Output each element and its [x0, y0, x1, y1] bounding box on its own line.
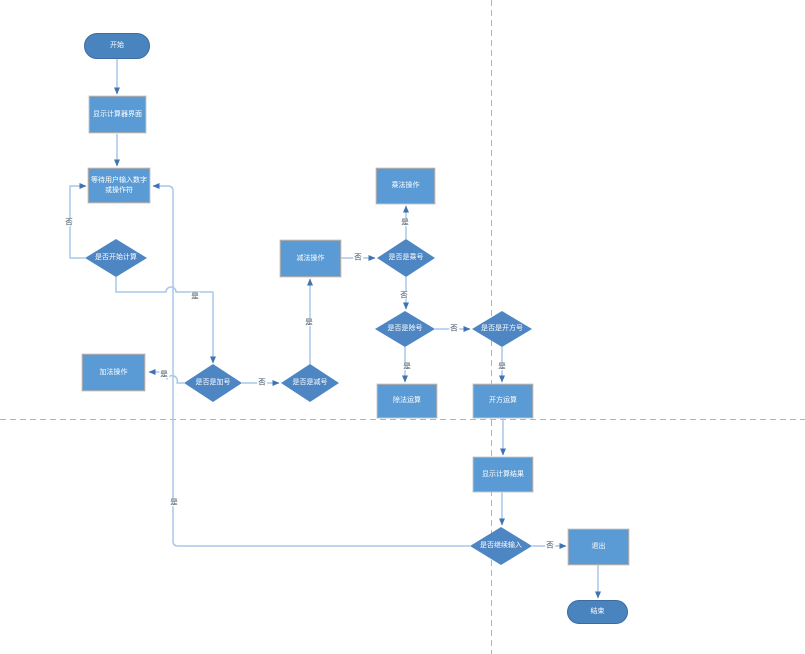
node-wait-input[interactable]: 等待用户输入数字或操作符: [88, 168, 150, 203]
edge-label-issqrt-yes: 是: [497, 361, 507, 371]
node-sqrt-op-label: 开方运算: [489, 397, 517, 405]
node-is-sqrt-label: 是否是开方号: [481, 325, 523, 333]
edge-label-isstart-yes: 是: [190, 291, 200, 301]
node-end-label: 结束: [590, 608, 605, 616]
node-end[interactable]: 结束: [567, 600, 628, 624]
edge-label-isdiv-yes: 是: [402, 361, 412, 371]
node-start-label: 开始: [110, 42, 124, 50]
edge-label-isminus-yes: 是: [304, 317, 314, 327]
edge-label-isdiv-no: 否: [449, 323, 459, 333]
node-sqrt-op[interactable]: 开方运算: [473, 384, 533, 418]
node-exit-label: 退出: [591, 543, 606, 551]
node-is-start-label: 是否开始计算: [95, 254, 137, 262]
node-is-continue-label: 是否继续输入: [480, 542, 522, 550]
edge-label-sub-no: 否: [353, 252, 363, 262]
connector-isstart-isplus-yes[interactable]: [115, 277, 216, 364]
node-show-result-label: 显示计算结果: [482, 470, 524, 478]
node-is-minus-label: 是否是减号: [292, 379, 328, 387]
edge-label-isplus-no: 否: [257, 377, 267, 387]
node-sub-op-label: 减法操作: [296, 254, 325, 262]
node-start[interactable]: 开始: [84, 33, 150, 59]
node-div-op[interactable]: 除法运算: [377, 384, 437, 418]
node-add-op-label: 加法操作: [99, 368, 128, 376]
node-is-div-label: 是否是除号: [387, 325, 423, 333]
edge-label-iscontinue-yes: 是: [169, 497, 179, 507]
node-is-mul-label: 是否是乘号: [388, 254, 424, 262]
node-show-result[interactable]: 显示计算结果: [473, 457, 533, 492]
node-is-plus-label: 是否是加号: [195, 379, 231, 387]
node-exit[interactable]: 退出: [568, 529, 629, 565]
edge-label-ismul-yes: 是: [400, 217, 410, 227]
node-show-ui-label: 显示计算器界面: [93, 110, 142, 118]
connector-iscontinue-wait-yes[interactable]: [152, 183, 470, 547]
node-add-op[interactable]: 加法操作: [82, 354, 145, 391]
edge-label-isstart-no: 否: [64, 217, 74, 227]
node-div-op-label: 除法运算: [393, 397, 421, 405]
edge-label-isplus-yes: 是: [159, 369, 169, 379]
edge-label-ismul-no: 否: [399, 290, 409, 300]
node-wait-input-label: 等待用户输入数字或操作符: [91, 177, 147, 194]
node-mul-op-label: 乘法操作: [391, 182, 420, 190]
node-show-ui[interactable]: 显示计算器界面: [89, 96, 146, 133]
node-mul-op[interactable]: 乘法操作: [376, 168, 435, 204]
node-sub-op[interactable]: 减法操作: [280, 240, 341, 277]
edge-label-iscontinue-no: 否: [545, 540, 555, 550]
